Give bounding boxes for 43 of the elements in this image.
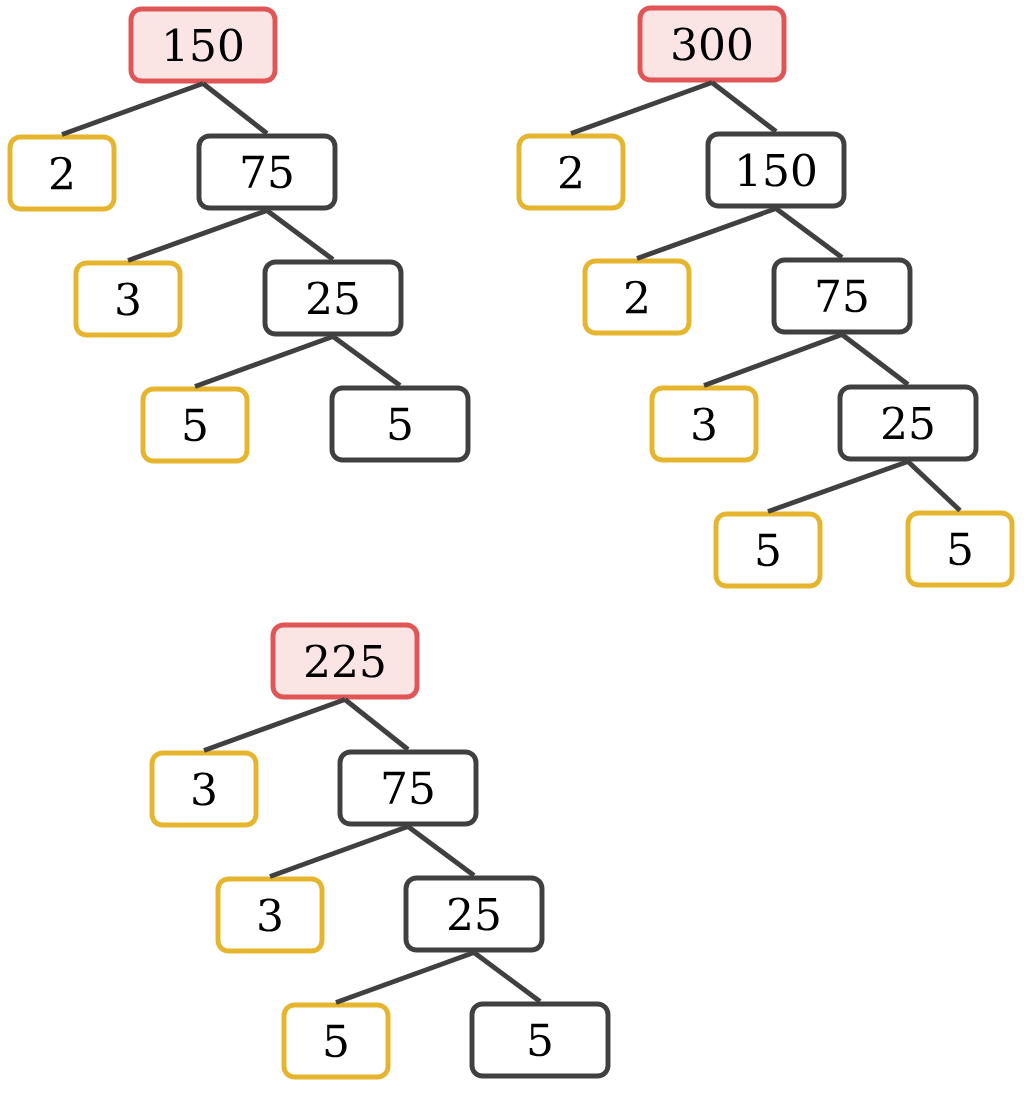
factor-box: 75	[771, 257, 913, 335]
branch-line	[406, 824, 476, 878]
branch-line	[636, 206, 777, 261]
factor-box: 5	[140, 386, 250, 464]
root-number-box: 150	[128, 6, 278, 84]
factor-box: 2	[582, 258, 692, 336]
branch-line	[774, 206, 844, 260]
branch-line	[335, 950, 475, 1005]
factor-box: 5	[281, 1002, 391, 1080]
branch-line	[840, 332, 910, 387]
branch-line	[203, 697, 346, 753]
branch-line	[61, 81, 204, 137]
factor-box: 5	[905, 510, 1015, 588]
branch-line	[331, 334, 402, 388]
branch-line	[906, 459, 962, 513]
branch-line	[570, 80, 713, 136]
factor-box: 2	[7, 134, 117, 212]
factor-box: 25	[837, 384, 979, 462]
factor-box: 3	[649, 385, 759, 463]
branch-line	[127, 208, 268, 263]
factor-box: 3	[215, 876, 325, 954]
branch-line	[703, 332, 843, 388]
factor-box: 150	[705, 131, 847, 209]
root-number-box: 300	[637, 5, 787, 83]
root-number-box: 225	[270, 622, 420, 700]
factor-box: 25	[262, 259, 404, 337]
factor-box: 3	[149, 750, 259, 828]
factor-box: 5	[329, 385, 471, 463]
branch-line	[767, 459, 909, 514]
branch-line	[269, 824, 409, 879]
factor-box: 75	[196, 133, 338, 211]
branch-line	[343, 697, 410, 752]
factor-box: 2	[516, 133, 626, 211]
factor-box: 75	[337, 749, 479, 827]
branch-line	[194, 334, 334, 389]
branch-line	[265, 208, 335, 262]
branch-line	[710, 80, 778, 134]
factor-box: 25	[403, 875, 545, 953]
factor-box: 5	[713, 511, 823, 589]
branch-line	[201, 81, 269, 136]
branch-line	[472, 950, 542, 1004]
factor-box: 5	[469, 1001, 611, 1079]
factor-box: 3	[73, 260, 183, 338]
